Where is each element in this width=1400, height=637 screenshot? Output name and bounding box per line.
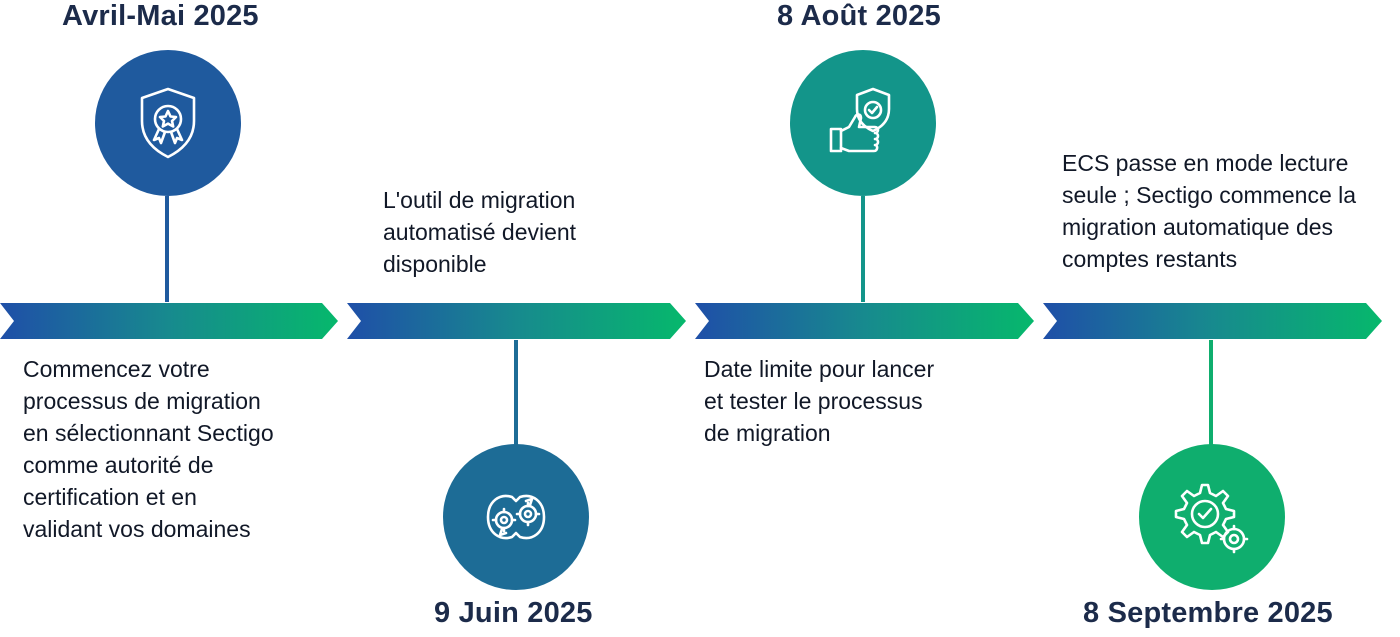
- milestone-1-description: Commencez votre processus de migration e…: [23, 353, 274, 545]
- text-line: disponible: [383, 251, 487, 277]
- text-line: certification et en: [23, 484, 197, 510]
- milestone-1-stem: [165, 196, 169, 302]
- text-line: automatisé devient: [383, 219, 577, 245]
- text-line: Commencez votre: [23, 356, 210, 382]
- text-line: comptes restants: [1062, 246, 1238, 272]
- text-line: ECS passe en mode lecture: [1062, 150, 1349, 176]
- text-line: processus de migration: [23, 388, 261, 414]
- shield-award-icon: [140, 87, 196, 159]
- milestone-4-description: ECS passe en mode lecture seule ; Sectig…: [1062, 147, 1356, 275]
- timeline-segment-2: [347, 303, 686, 339]
- timeline-segment-3: [695, 303, 1034, 339]
- timeline-segment-1: [0, 303, 338, 339]
- gear-check-icon: [1174, 483, 1249, 554]
- thumbs-up-shield-icon: [829, 87, 891, 153]
- milestone-1-date: Avril-Mai 2025: [62, 0, 259, 32]
- milestone-3-circle: [790, 50, 936, 196]
- timeline-segment-4: [1043, 303, 1382, 339]
- milestone-4-stem: [1209, 340, 1213, 446]
- milestone-3-date: 8 Août 2025: [777, 0, 941, 32]
- timeline-bar: [0, 303, 1382, 339]
- milestone-4-date: 8 Septembre 2025: [1083, 597, 1333, 629]
- milestone-3-stem: [861, 196, 865, 302]
- milestone-2-date: 9 Juin 2025: [434, 597, 593, 629]
- text-line: validant vos domaines: [23, 516, 251, 542]
- milestone-2-circle: [443, 444, 589, 590]
- text-line: et tester le processus: [704, 388, 923, 414]
- milestone-3-description: Date limite pour lancer et tester le pro…: [704, 353, 934, 449]
- text-line: Date limite pour lancer: [704, 356, 935, 382]
- text-line: de migration: [704, 420, 831, 446]
- gears-cycle-icon: [486, 494, 546, 540]
- milestone-4-circle: [1139, 444, 1285, 590]
- text-line: seule ; Sectigo commence la: [1062, 182, 1357, 208]
- text-line: en sélectionnant Sectigo: [23, 420, 274, 446]
- milestone-2-stem: [514, 340, 518, 446]
- text-line: comme autorité de: [23, 452, 214, 478]
- text-line: L'outil de migration: [383, 187, 576, 213]
- text-line: migration automatique des: [1062, 214, 1334, 240]
- milestone-1-circle: [95, 50, 241, 196]
- milestone-2-description: L'outil de migration automatisé devient …: [383, 184, 576, 280]
